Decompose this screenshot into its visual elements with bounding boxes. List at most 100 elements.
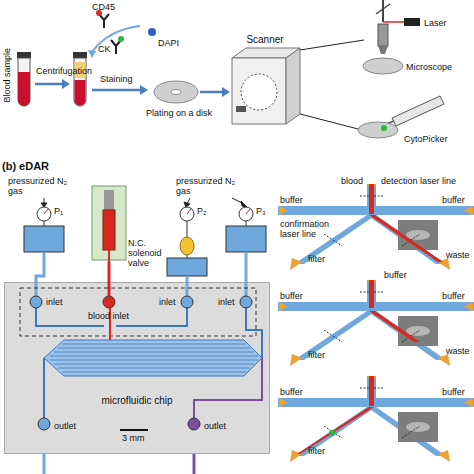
sorting-panel	[278, 184, 474, 270]
gas-arrow	[184, 202, 190, 207]
microscope	[363, 0, 420, 74]
label-text: Plating on a disk	[146, 108, 212, 118]
dapi-dot	[148, 28, 156, 36]
label-text: outlet	[204, 421, 226, 431]
cytopicker	[381, 125, 387, 131]
label-text: buffer	[442, 387, 465, 397]
gauge-needle	[246, 209, 250, 214]
leader-line	[300, 40, 364, 130]
label-text: buffer	[384, 270, 407, 280]
channel-array	[50, 360, 258, 361]
label-text: detection laser line	[381, 176, 456, 186]
syringe-pump	[92, 186, 126, 260]
label-text: pressurized N₂ gas	[8, 176, 70, 196]
disk	[154, 81, 198, 103]
chip-channel	[36, 308, 104, 326]
channel-array	[58, 368, 250, 369]
tubing	[186, 276, 189, 296]
blood-stream	[297, 407, 374, 454]
label-text: CD45	[92, 2, 115, 12]
blood-stream	[369, 311, 420, 342]
centrifuged-tube	[75, 62, 86, 78]
label-text: (b) eDAR	[2, 160, 49, 172]
label-text: buffer	[280, 291, 303, 301]
scanner-box	[232, 48, 300, 124]
label-text: blood	[341, 176, 363, 186]
process-arrow	[140, 85, 148, 95]
process-arrow	[222, 87, 230, 97]
microscope	[382, 0, 384, 22]
leader-line	[300, 40, 364, 50]
microscope	[376, 4, 390, 14]
blood-tube	[17, 52, 31, 106]
gas-arrow	[41, 203, 47, 207]
reservoir	[246, 221, 247, 226]
microscope	[378, 24, 388, 46]
cytopicker	[358, 122, 398, 138]
label-text: CK	[98, 44, 111, 54]
staining-arrow	[88, 50, 96, 58]
channel-array	[62, 372, 246, 373]
staining-arrow	[92, 26, 140, 52]
sorting-panel	[278, 280, 474, 366]
label-text: confirmation laser line	[280, 219, 338, 239]
pressure-gauge	[37, 207, 51, 221]
chip-channel	[109, 308, 111, 340]
fluorophore-dot	[118, 36, 124, 42]
reservoir	[187, 221, 188, 238]
blood-stream	[369, 184, 374, 214]
channel-array	[58, 348, 250, 349]
sorting-panel	[278, 376, 474, 462]
port-circle	[181, 296, 193, 308]
node-heading: Scanner	[226, 34, 304, 45]
gauge-needle	[187, 209, 191, 214]
microscope	[378, 46, 388, 54]
staining-arrow	[88, 26, 140, 58]
label-text: P₁	[54, 206, 63, 216]
gauge-needle	[44, 209, 250, 214]
outlet-channel	[44, 358, 262, 418]
scanner-box	[232, 58, 286, 124]
blood-stream	[369, 280, 374, 308]
channel-array	[62, 344, 246, 345]
centrifuged-tube	[73, 52, 87, 106]
process-arrow	[62, 79, 70, 89]
process-arrow	[92, 85, 148, 95]
process-arrow	[35, 83, 62, 86]
gas-arrow	[41, 198, 247, 207]
process-arrow	[200, 87, 230, 97]
centrifuged-tube	[74, 58, 86, 106]
label-text: buffer	[442, 291, 465, 301]
channel-array	[44, 340, 262, 376]
blood-stream	[369, 215, 443, 262]
label-text: P₂	[197, 206, 207, 216]
antibody-symbol	[99, 14, 109, 28]
label-text: buffer	[442, 195, 465, 205]
channel-array	[50, 356, 258, 357]
fluorophore-dot	[96, 10, 102, 16]
channel-array	[54, 364, 254, 365]
label-text: P₃	[256, 206, 266, 216]
syringe-pump	[108, 250, 110, 262]
syringe-pump	[92, 186, 126, 262]
label-text: waste	[446, 250, 470, 260]
label-text: CytoPicker	[404, 134, 448, 144]
port-circle	[38, 418, 50, 430]
channel-array	[50, 344, 258, 372]
port-circle	[30, 296, 42, 308]
tubing	[193, 454, 196, 474]
blood-tube	[18, 72, 30, 106]
pressure-gauge	[37, 207, 253, 221]
channel-array	[44, 340, 262, 376]
label-text: waste	[446, 346, 470, 356]
outlet-channel	[43, 358, 45, 418]
tubing	[245, 252, 248, 296]
scanner-box	[236, 106, 246, 112]
gas-arrow	[241, 201, 247, 207]
scanner-box	[286, 48, 300, 124]
label-text: Laser	[424, 18, 447, 28]
microscope	[404, 18, 420, 26]
syringe-pump	[104, 190, 114, 210]
